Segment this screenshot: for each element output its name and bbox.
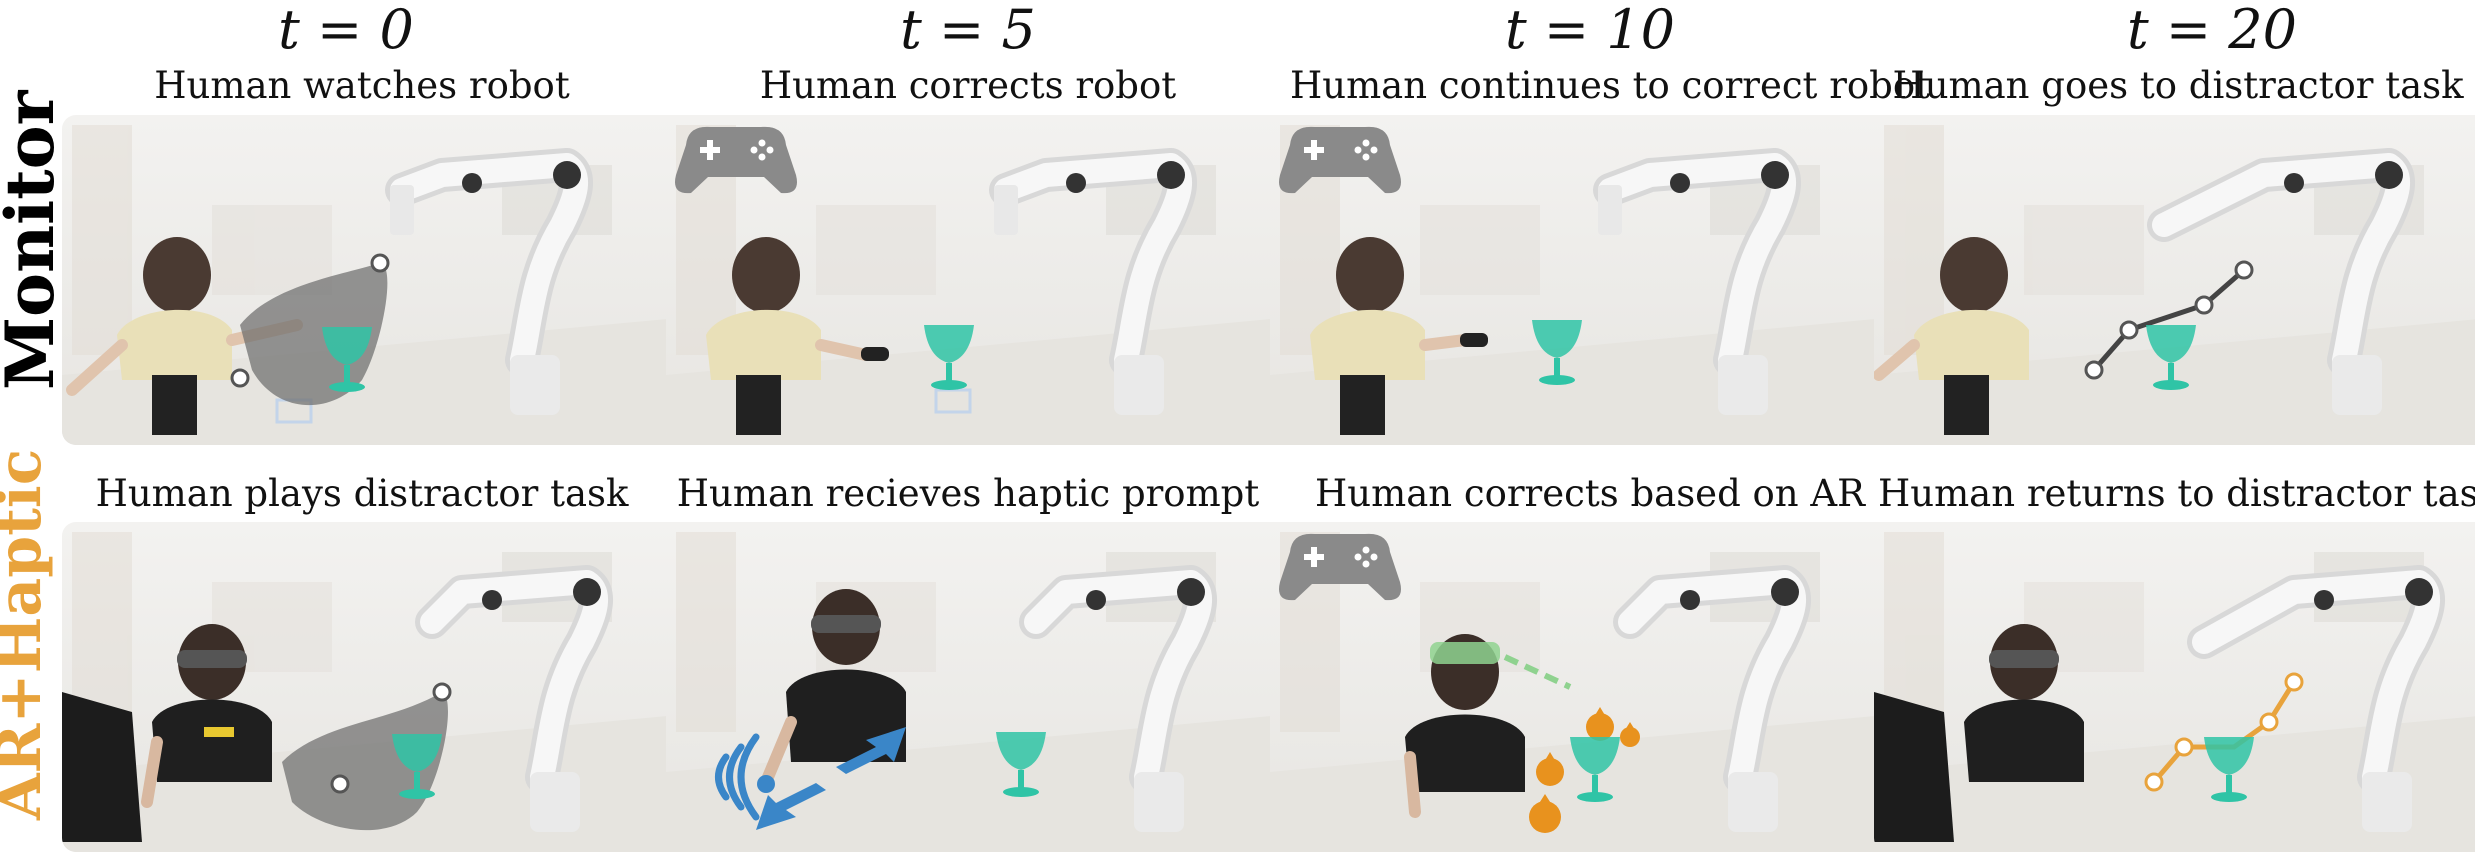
gamepad-icon [675, 126, 797, 194]
haptic-wave-icon [715, 733, 760, 821]
caption-monitor-0: Human watches robot [154, 64, 570, 107]
photo-ar-t10 [1270, 522, 1918, 852]
caption-ar-1: Human recieves haptic prompt [676, 472, 1260, 515]
time-header-2: t = 10 [1505, 0, 1675, 61]
caption-ar-2: Human corrects based on AR [1315, 472, 1865, 515]
photo-ar-t0 [62, 522, 710, 852]
gamepad-icon [1279, 126, 1401, 194]
photo-monitor-t10 [1270, 115, 1918, 445]
ar-waypoint-markers [1529, 707, 1640, 833]
caption-ar-3: Human returns to distractor task [1878, 472, 2475, 515]
time-header-3: t = 20 [2127, 0, 2297, 61]
caption-monitor-2: Human continues to correct robot [1290, 64, 1930, 107]
photo-ar-t20 [1874, 522, 2475, 852]
time-header-0: t = 0 [278, 0, 414, 61]
photo-monitor-t0 [62, 115, 710, 445]
caption-monitor-3: Human goes to distractor task [1892, 64, 2464, 107]
uncertainty-region [240, 263, 388, 406]
caption-ar-0: Human plays distractor task [95, 472, 629, 515]
caption-monitor-1: Human corrects robot [759, 64, 1177, 107]
row-label-monitor: Monitor [0, 90, 69, 390]
photo-monitor-t20 [1874, 115, 2475, 445]
time-header-1: t = 5 [900, 0, 1036, 61]
photo-ar-t5 [666, 522, 1314, 852]
direction-arrows-icon [756, 727, 906, 830]
row-label-ar-haptic: AR+Haptic [0, 448, 55, 820]
gamepad-icon [1279, 533, 1401, 601]
photo-monitor-t5 [666, 115, 1314, 445]
